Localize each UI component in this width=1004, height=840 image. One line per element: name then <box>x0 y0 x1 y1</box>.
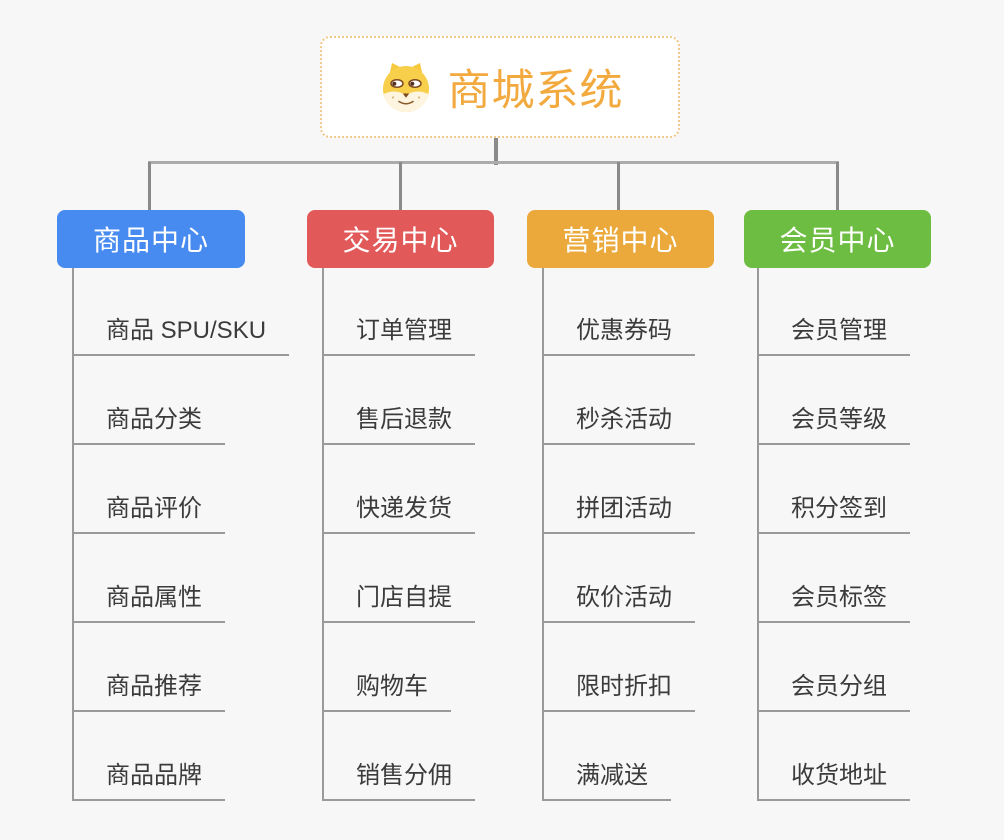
branch-node-product-center[interactable]: 商品中心 <box>57 210 245 268</box>
branch-label: 会员中心 <box>779 225 896 256</box>
doge-face-icon <box>382 63 429 112</box>
branch-node-marketing-center[interactable]: 营销中心 <box>527 210 714 268</box>
branch-label: 营销中心 <box>562 225 679 256</box>
column-stem-line <box>322 268 324 801</box>
leaf-node[interactable]: 门店自提 <box>322 577 475 623</box>
leaf-node[interactable]: 秒杀活动 <box>542 399 695 445</box>
leaf-node[interactable]: 会员等级 <box>757 399 910 445</box>
leaf-node[interactable]: 订单管理 <box>322 310 475 356</box>
leaf-node[interactable]: 快递发货 <box>322 488 475 534</box>
leaf-column-marketing: 优惠券码 秒杀活动 拼团活动 砍价活动 限时折扣 满减送 <box>542 268 772 808</box>
leaf-node[interactable]: 收货地址 <box>757 755 910 801</box>
branch-node-member-center[interactable]: 会员中心 <box>744 210 931 268</box>
leaf-node[interactable]: 商品分类 <box>72 399 225 445</box>
leaf-node[interactable]: 商品评价 <box>72 488 225 534</box>
branch-label: 交易中心 <box>342 225 459 256</box>
root-connector-stem <box>494 136 498 165</box>
column-stem-line <box>542 268 544 801</box>
leaf-column-member: 会员管理 会员等级 积分签到 会员标签 会员分组 收货地址 <box>757 268 987 808</box>
leaf-column-product: 商品 SPU/SKU 商品分类 商品评价 商品属性 商品推荐 商品品牌 <box>72 268 302 808</box>
leaf-node[interactable]: 优惠券码 <box>542 310 695 356</box>
leaf-node[interactable]: 砍价活动 <box>542 577 695 623</box>
column-stem-line <box>72 268 74 801</box>
leaf-node[interactable]: 积分签到 <box>757 488 910 534</box>
root-node[interactable]: 商城系统 <box>320 36 680 138</box>
leaf-node[interactable]: 商品 SPU/SKU <box>72 310 290 356</box>
branch-connector-drop-1 <box>148 162 151 214</box>
column-stem-line <box>757 268 759 801</box>
branch-node-trade-center[interactable]: 交易中心 <box>307 210 494 268</box>
branch-connector-horizontal <box>148 161 839 164</box>
leaf-node[interactable]: 售后退款 <box>322 399 475 445</box>
leaf-column-trade: 订单管理 售后退款 快递发货 门店自提 购物车 销售分佣 <box>322 268 552 808</box>
leaf-node[interactable]: 购物车 <box>322 666 451 712</box>
leaf-node[interactable]: 会员标签 <box>757 577 910 623</box>
branch-connector-drop-4 <box>836 162 839 214</box>
branch-label: 商品中心 <box>92 225 209 256</box>
leaf-node[interactable]: 商品属性 <box>72 577 225 623</box>
root-node-title: 商城系统 <box>447 67 624 115</box>
leaf-node[interactable]: 会员管理 <box>757 310 910 356</box>
leaf-node[interactable]: 限时折扣 <box>542 666 695 712</box>
leaf-node[interactable]: 拼团活动 <box>542 488 695 534</box>
leaf-node[interactable]: 销售分佣 <box>322 755 475 801</box>
leaf-node[interactable]: 会员分组 <box>757 666 910 712</box>
leaf-node[interactable]: 商品推荐 <box>72 666 225 712</box>
branch-connector-drop-2 <box>399 162 402 214</box>
leaf-node[interactable]: 商品品牌 <box>72 755 225 801</box>
branch-connector-drop-3 <box>617 162 620 214</box>
leaf-node[interactable]: 满减送 <box>542 755 671 801</box>
